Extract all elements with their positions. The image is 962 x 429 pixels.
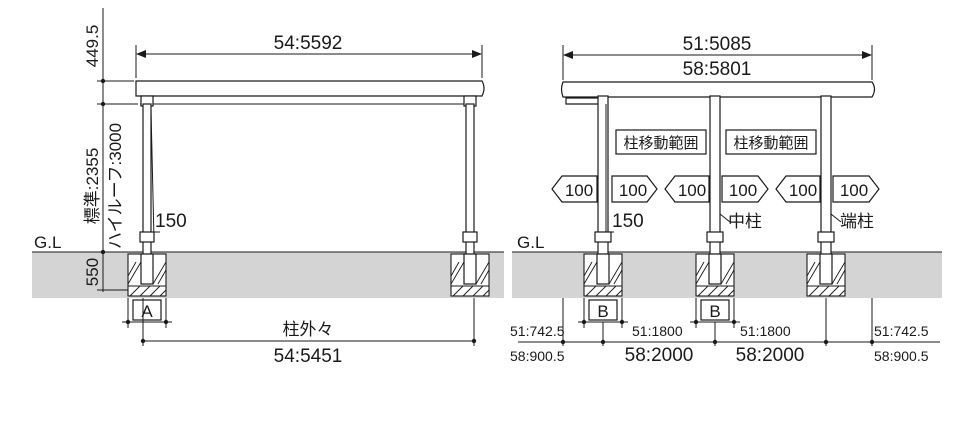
side-bottom-mid-51-2: 51:1800 xyxy=(740,323,791,339)
side-b2-label: B xyxy=(709,302,720,321)
side-b1-dot-right xyxy=(619,319,625,325)
front-post-offset-label: 150 xyxy=(155,211,187,232)
front-outer-label: 柱外々 xyxy=(283,320,334,339)
side-top-dim-1: 51:5085 xyxy=(683,34,752,55)
side-post-1-base xyxy=(594,231,612,243)
svg-text:100: 100 xyxy=(729,181,757,200)
svg-text:100: 100 xyxy=(840,181,868,200)
side-arrow-2: 100 xyxy=(611,175,658,203)
front-roof xyxy=(135,80,485,97)
side-gl-label: G.L xyxy=(517,233,544,252)
side-bottom-dot-5 xyxy=(869,339,875,345)
front-a-box xyxy=(132,299,162,321)
side-arrow-4: 100 xyxy=(721,175,769,203)
front-a-dot-left xyxy=(125,319,131,325)
side-end-post-label: 端柱 xyxy=(840,212,874,231)
front-outer-width-label: 54:5451 xyxy=(274,346,343,367)
side-footing-2 xyxy=(695,253,735,297)
side-bottom-left-51: 51:742.5 xyxy=(510,323,565,339)
side-top-dim-2: 58:5801 xyxy=(683,59,752,80)
side-arrow-5: 100 xyxy=(775,175,821,203)
side-b1-box xyxy=(588,299,618,321)
side-gutter-body xyxy=(565,97,601,105)
side-bottom-dot-4 xyxy=(823,339,829,345)
front-dim-dot-1 xyxy=(100,78,106,84)
side-bottom-dot-1 xyxy=(560,339,566,345)
side-post-middle-base xyxy=(706,231,724,243)
front-post-right-base xyxy=(462,231,478,243)
side-arrow-6: 100 xyxy=(832,175,880,203)
side-arrow-3: 100 xyxy=(664,175,710,203)
front-footing-depth-label: 550 xyxy=(83,258,102,286)
front-roof-width-label: 54:5592 xyxy=(274,33,343,54)
side-b2-dot-right xyxy=(731,319,737,325)
side-range-box-2 xyxy=(725,129,817,155)
side-bottom-dot-2 xyxy=(600,339,606,345)
front-a-label: A xyxy=(141,302,153,321)
front-a-dot-right xyxy=(163,319,169,325)
side-middle-post-label: 中柱 xyxy=(728,212,762,231)
side-roof xyxy=(560,81,876,98)
side-range-box-1 xyxy=(615,129,707,155)
side-middle-post-leader xyxy=(719,213,731,223)
front-footing-left xyxy=(127,253,167,297)
side-b2-box xyxy=(700,299,730,321)
side-view: 51:5085 58:5801 柱移動範囲 柱移動範囲 100 100 100 … xyxy=(510,34,942,366)
svg-text:100: 100 xyxy=(565,181,593,200)
side-bottom-right-58: 58:900.5 xyxy=(874,348,929,364)
side-b2-dot-left xyxy=(693,319,699,325)
side-footing-3 xyxy=(806,253,846,297)
side-post-offset-label: 150 xyxy=(612,211,644,232)
side-bottom-mid-58-1: 58:2000 xyxy=(625,345,694,366)
front-outer-dot-right xyxy=(471,338,477,344)
front-dim-dot-2 xyxy=(100,101,106,107)
side-footing-1 xyxy=(583,253,623,297)
front-post-height-std: 標準:2355 xyxy=(83,148,102,225)
svg-text:100: 100 xyxy=(619,181,647,200)
side-b1-label: B xyxy=(597,302,608,321)
side-bottom-left-58: 58:900.5 xyxy=(510,348,565,364)
side-end-post-leader xyxy=(830,213,842,223)
svg-text:100: 100 xyxy=(678,181,706,200)
side-arrow-1: 100 xyxy=(551,175,598,203)
side-bottom-mid-51-1: 51:1800 xyxy=(632,323,683,339)
front-view: 54:5592 449.5 標準:2355 ハイルーフ:3000 550 150… xyxy=(32,8,504,367)
front-outer-dot-left xyxy=(140,338,146,344)
side-b1-dot-left xyxy=(581,319,587,325)
side-bottom-dot-3 xyxy=(712,339,718,345)
front-post-left-base xyxy=(139,231,155,243)
side-range-label-2: 柱移動範囲 xyxy=(733,134,808,152)
side-bottom-mid-58-2: 58:2000 xyxy=(736,345,805,366)
front-gl-label: G.L xyxy=(34,233,61,252)
side-post-end-base xyxy=(817,231,835,243)
svg-text:100: 100 xyxy=(789,181,817,200)
side-range-label-1: 柱移動範囲 xyxy=(623,134,698,152)
front-post-left-brace xyxy=(150,109,155,241)
front-post-height-high: ハイルーフ:3000 xyxy=(106,123,125,249)
front-footing-right xyxy=(450,253,490,297)
front-dim-dot-3 xyxy=(100,249,106,255)
front-roof-height-label: 449.5 xyxy=(83,25,102,68)
side-bottom-right-51: 51:742.5 xyxy=(874,323,929,339)
